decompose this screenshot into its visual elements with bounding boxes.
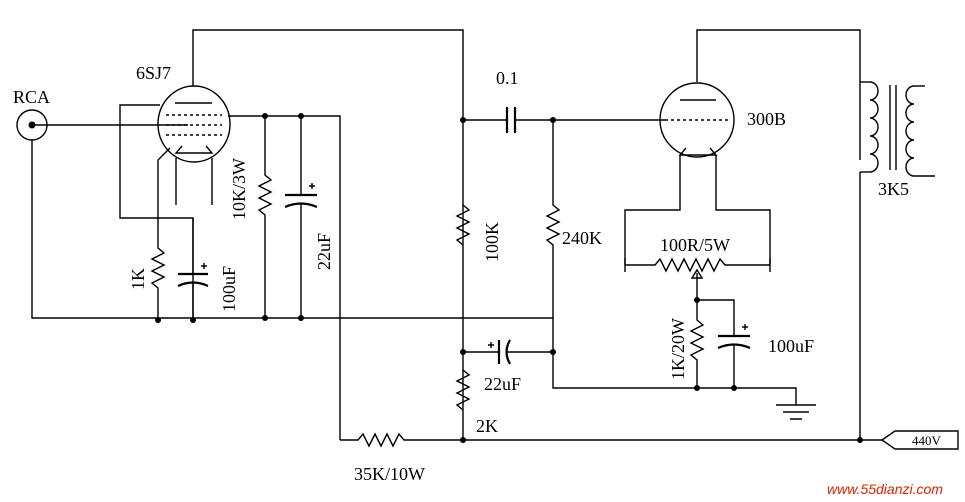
- cathode-capacitor-100uf-2: [697, 299, 751, 388]
- triode-300b-icon: [659, 82, 735, 158]
- label-r-cathode2: 1K/20W: [668, 318, 688, 380]
- label-supply: 440V: [912, 433, 942, 448]
- label-tube2: 300B: [747, 109, 786, 129]
- label-r-decouple: 2K: [476, 416, 498, 436]
- plate-lead-6sj7: [192, 29, 464, 440]
- label-hum-pot: 100R/5W: [660, 235, 730, 255]
- label-c-cathode2: 100uF: [768, 336, 814, 356]
- watermark: www.55dianzi.com: [827, 481, 943, 497]
- label-coupling-cap: 0.1: [496, 68, 519, 88]
- supply-resistor-35k: [340, 432, 860, 448]
- label-tube1: 6SJ7: [136, 63, 171, 83]
- coupling-capacitor: [505, 107, 517, 133]
- label-r-cathode1: 1K: [128, 268, 148, 290]
- hum-pot-100r: [624, 257, 771, 300]
- label-transformer: 3K5: [878, 179, 909, 199]
- decoupling-capacitor-22uf: [463, 339, 553, 365]
- plate-resistor-100k: [455, 204, 471, 246]
- label-c-decouple: 22uF: [484, 374, 521, 394]
- decoupling-resistor-2k: [455, 369, 471, 411]
- cathode-resistor-1k: [150, 216, 166, 320]
- cathode-lead-6sj7: [157, 147, 171, 216]
- label-r-screen: 10K/3W: [229, 158, 249, 220]
- label-input: RCA: [13, 87, 50, 107]
- screen-resistor-10k: [257, 116, 273, 320]
- output-transformer-icon: [860, 81, 935, 177]
- label-r-plate: 100K: [482, 222, 502, 262]
- label-c-screen: 22uF: [314, 233, 334, 270]
- supply-terminal: [880, 430, 959, 450]
- junction-dots: [155, 113, 863, 443]
- pentode-6sj7-icon: [157, 85, 231, 163]
- grid-resistor-240k: [545, 120, 797, 405]
- filament-leads-300b: [624, 155, 771, 265]
- screen-capacitor-22uf: [284, 116, 318, 320]
- cathode-resistor-1k-20w: [689, 300, 705, 388]
- cathode-capacitor-100uf-1: [177, 218, 209, 320]
- ground-return-wire: [31, 140, 553, 319]
- label-r-grid: 240K: [562, 228, 602, 248]
- label-c-cathode1: 100uF: [219, 266, 239, 312]
- heater-leads-6sj7: [175, 158, 213, 205]
- ground-icon: [776, 404, 816, 420]
- label-r-supply: 35K/10W: [354, 464, 425, 484]
- plate-lead-300b: [696, 29, 861, 160]
- supply-wire: [859, 172, 882, 441]
